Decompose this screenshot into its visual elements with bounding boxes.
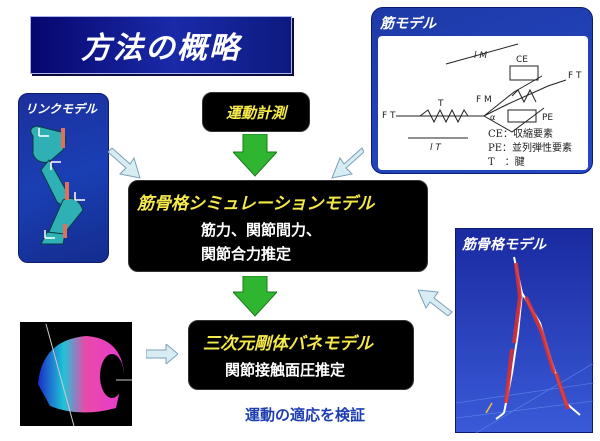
legend-ce: CE：収縮要素 [488,129,553,140]
simulation-line-1: 筋力、関節間力、 [201,221,322,239]
link-model-title: リンクモデル [25,102,98,116]
spring-model-box: 三次元剛体バネモデル 関節接触面圧推定 [188,320,414,390]
musculoskeletal-figure [456,256,594,433]
simulation-title: 筋骨格シミュレーションモデル [137,194,375,214]
arrow-from-muscle-model [331,147,364,179]
ft-right-label: F T [568,71,582,81]
pe-label: PE [542,113,553,123]
spring-model-title: 三次元剛体バネモデル [203,334,373,354]
simulation-box: 筋骨格シミュレーションモデル 筋力、関節間力、 関節合力推定 [128,180,428,272]
musculoskeletal-title: 筋骨格モデル [462,237,546,253]
muscle-diagram-area: l M F T F T CE PE T F M α l T CE：収縮要素 PE… [378,36,588,170]
simulation-line-2: 関節合力推定 [201,245,292,263]
right-arrow [146,344,178,364]
t-label: T [437,99,444,109]
legend-pe: PE：並列弾性要素 [488,143,573,154]
ce-label: CE [516,55,528,65]
page-title: 方法の概略 [81,31,241,66]
down-arrow-1 [233,134,277,177]
title-banner: 方法の概略 [30,16,292,74]
contact-pressure-figure [38,323,132,427]
musculoskeletal-panel: 筋骨格モデル [455,228,594,433]
ft-left-label: F T [382,111,396,121]
spring-model-subtitle: 関節接触面圧推定 [225,361,346,379]
muscle-diagram: l M F T F T CE PE T F M α l T [382,43,582,153]
arrow-from-musculoskeletal [418,289,453,316]
legend-t: T ：腱 [488,157,525,168]
contact-pressure-image [20,322,132,427]
muscle-model-title: 筋モデル [380,16,436,32]
measurement-label: 運動計測 [225,103,286,122]
link-model-figure [30,125,85,245]
measurement-box: 運動計測 [202,92,310,132]
down-arrow-2 [233,276,277,317]
link-model-panel: リンクモデル [18,93,109,263]
alpha-label: α [490,113,495,122]
fm-label: F M [476,95,492,105]
muscle-legend: CE：収縮要素 PE：並列弾性要素 T ：腱 [488,128,572,170]
muscle-model-panel: 筋モデル l M F T F T CE PE T F M α l T [371,7,593,174]
lm-label: l M [474,51,487,61]
joint-axes [38,128,85,239]
footer-note: 運動の適応を検証 [244,406,365,424]
link-segments [30,125,84,245]
arrow-from-link-model [108,147,141,179]
lt-label: l T [430,143,442,153]
muscle-markers [61,128,69,238]
